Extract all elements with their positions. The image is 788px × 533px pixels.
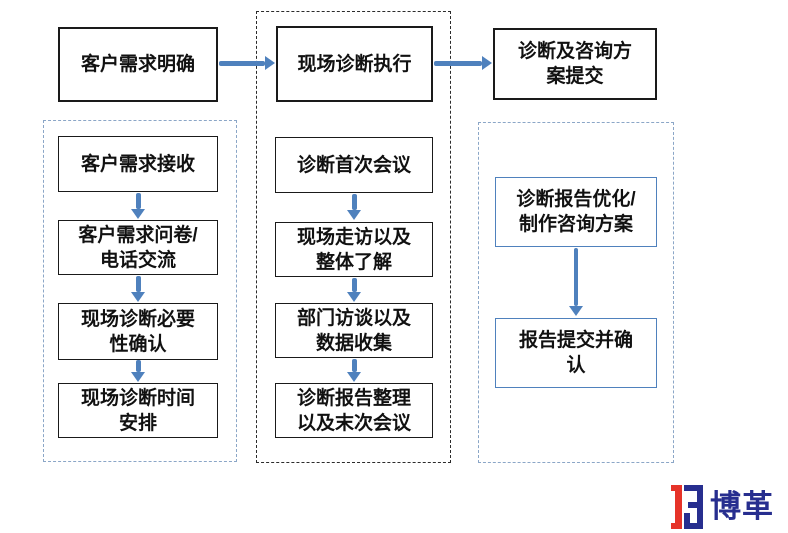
brand-logo: 博革 xyxy=(671,485,774,529)
arrow-shaft xyxy=(219,60,265,66)
phase3-steps-container xyxy=(478,122,674,463)
bg-monogram-icon xyxy=(671,485,703,529)
phase2-steps-container xyxy=(256,11,451,463)
arrow-col3-step1-2 xyxy=(569,248,583,316)
arrow-col2-step2-3 xyxy=(347,278,361,302)
step-box-questionnaire-call: 客户需求问卷/电话交流 xyxy=(58,220,218,275)
step-box-kickoff-meeting: 诊断首次会议 xyxy=(275,137,433,193)
phase-box-proposal-submission: 诊断及咨询方案提交 xyxy=(493,28,657,100)
phase-box-customer-need: 客户需求明确 xyxy=(58,27,218,102)
arrow-head-icon xyxy=(347,292,361,302)
arrow-head-icon xyxy=(131,209,145,219)
arrow-shaft xyxy=(351,359,357,372)
step-box-need-received: 客户需求接收 xyxy=(58,136,218,192)
arrow-phase1-to-phase2 xyxy=(219,56,275,70)
phase1-steps-container xyxy=(43,120,237,462)
arrow-shaft xyxy=(135,360,141,372)
arrow-shaft xyxy=(574,248,578,306)
phase-box-onsite-diagnosis: 现场诊断执行 xyxy=(276,26,433,102)
arrow-shaft xyxy=(351,194,357,210)
step-box-necessity-confirm: 现场诊断必要性确认 xyxy=(58,303,218,360)
step-box-report-optimization: 诊断报告优化/制作咨询方案 xyxy=(495,177,657,247)
arrow-head-icon xyxy=(482,56,492,70)
arrow-head-icon xyxy=(347,210,361,220)
arrow-head-icon xyxy=(265,56,275,70)
arrow-col1-step3-4 xyxy=(131,360,145,382)
arrow-col1-step1-2 xyxy=(131,193,145,219)
arrow-head-icon xyxy=(569,306,583,316)
arrow-shaft xyxy=(434,60,482,66)
arrow-shaft xyxy=(351,278,357,292)
arrow-col2-step3-4 xyxy=(347,359,361,382)
arrow-phase2-to-phase3 xyxy=(434,56,492,70)
arrow-col1-step2-3 xyxy=(131,276,145,302)
logo-text: 博革 xyxy=(710,489,774,524)
step-box-report-final-meeting: 诊断报告整理以及末次会议 xyxy=(275,383,433,438)
arrow-head-icon xyxy=(347,372,361,382)
arrow-shaft xyxy=(135,193,141,209)
arrow-col2-step1-2 xyxy=(347,194,361,220)
step-box-site-walkthrough: 现场走访以及整体了解 xyxy=(275,222,433,277)
arrow-head-icon xyxy=(131,372,145,382)
step-box-report-submit-confirm: 报告提交并确认 xyxy=(495,318,657,388)
step-box-interviews-data: 部门访谈以及数据收集 xyxy=(275,303,433,358)
arrow-shaft xyxy=(135,276,141,292)
step-box-schedule-time: 现场诊断时间安排 xyxy=(58,383,218,438)
arrow-head-icon xyxy=(131,292,145,302)
